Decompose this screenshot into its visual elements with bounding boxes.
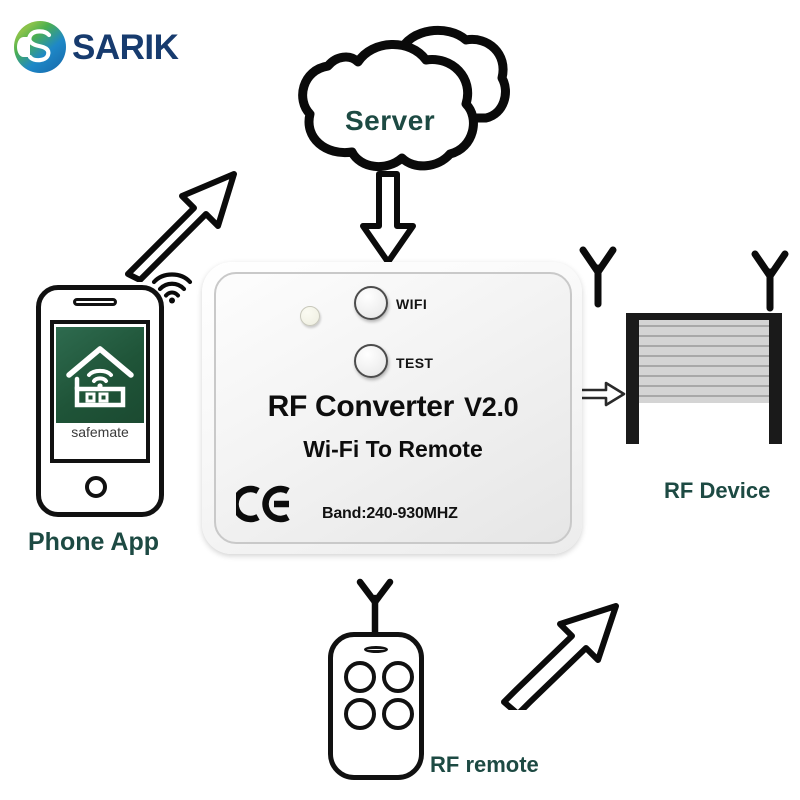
remote-button-2[interactable] [382,661,414,693]
rf-converter-faceplate [214,272,572,544]
device-subtitle: Wi-Fi To Remote [303,436,483,462]
phone-home-button[interactable] [85,476,107,498]
brand-logo: SARIK [14,18,204,76]
remote-led-slot [364,646,388,653]
arrow-server-to-converter-icon [360,171,416,265]
phone-speaker [73,298,117,306]
antenna-rf-device-icon [751,250,789,312]
sarik-circle-s-logo-icon [14,21,66,73]
wifi-button-label: WIFI [396,296,428,312]
safemate-app-icon[interactable] [56,327,144,423]
roller-door-icon [626,313,782,444]
band-label: Band:240-930MHZ [322,505,458,522]
remote-button-1[interactable] [344,661,376,693]
device-title-text: RF Converter [267,390,455,423]
status-led [300,306,320,326]
antenna-rf-remote-icon [356,578,394,636]
test-button[interactable] [354,344,388,378]
wifi-button[interactable] [354,286,388,320]
server-label: Server [345,105,436,136]
phone-app-label: Phone App [28,528,160,556]
app-name-label: safemate [71,424,129,440]
remote-button-4[interactable] [382,698,414,730]
home-wifi-router-icon [66,346,134,408]
rf-remote-label: RF remote [430,752,539,777]
remote-button-3[interactable] [344,698,376,730]
ce-mark-icon [236,485,290,523]
device-title: RF Converter V2.0 [214,390,572,424]
test-button-label: TEST [396,355,434,371]
arrow-converter-to-rf-device-icon [578,381,626,407]
device-version: V2.0 [464,392,519,422]
brand-name: SARIK [72,27,179,67]
wifi-signal-icon [151,272,193,304]
logo-s-glyph [27,29,52,63]
cloud-icon [298,25,510,172]
rf-device-label: RF Device [664,478,771,503]
antenna-converter-right-icon [579,246,617,308]
arrow-remote-to-rf-device-icon [501,603,619,710]
arrow-phone-to-server-icon [125,171,237,282]
